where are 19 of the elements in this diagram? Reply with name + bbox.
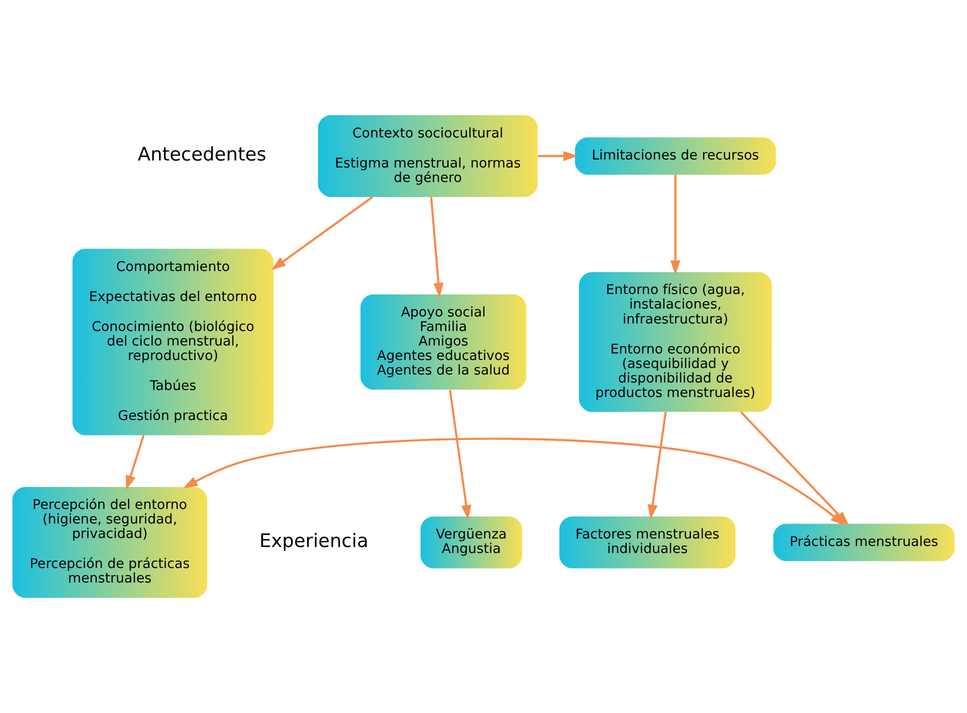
arrow [670, 174, 680, 275]
node-box: Limitaciones de recursos [574, 137, 776, 175]
label: Antecedentes [138, 144, 266, 166]
arrow [538, 150, 578, 162]
node-box: Contexto sociocultural Estigma menstrual, normas de género [318, 115, 538, 197]
arrow [648, 412, 667, 520]
node-box: Comportamiento Expectativas del entorno Conocimiento (biológico del ciclo menstrual, reproductivo) Tabúes Gestión practica [72, 248, 274, 436]
arrow [448, 390, 472, 520]
node-box: Vergüenza Angustia [420, 516, 522, 568]
node-box: Apoyo social Familia Amigos Agentes educativos Agentes de la salud [360, 294, 526, 390]
arrow [126, 434, 145, 490]
node-box: Entorno físico (agua, instalaciones, infraestructura) Entorno económico (asequibilidad y disponibilidad de productos menstruales) [579, 272, 772, 412]
arrow [183, 438, 846, 526]
node-box: Prácticas menstruales [773, 524, 955, 562]
arrow [271, 196, 374, 270]
arrow [430, 196, 444, 298]
label: Experiencia [259, 530, 368, 552]
node-box: Percepción del entorno (higiene, seguridad, privacidad) Percepción de prácticas menstruales [12, 487, 208, 598]
node-box: Factores menstruales individuales [559, 516, 736, 568]
